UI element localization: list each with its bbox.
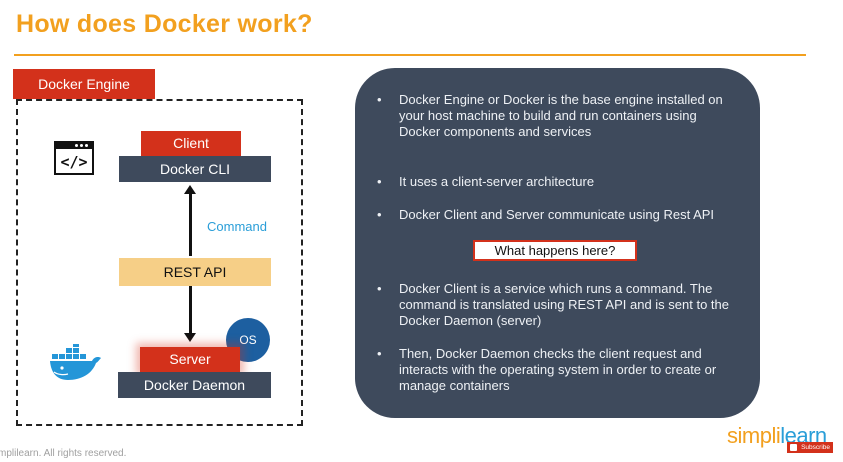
subscribe-button[interactable]: Subscribe bbox=[787, 442, 833, 453]
explanation-panel: •Docker Engine or Docker is the base eng… bbox=[355, 68, 760, 418]
bullet-item: •Then, Docker Daemon checks the client r… bbox=[377, 346, 717, 393]
bullet-text: Then, Docker Daemon checks the client re… bbox=[399, 346, 717, 393]
docker-engine-label: Docker Engine bbox=[13, 69, 155, 99]
code-symbol: </> bbox=[60, 153, 88, 171]
docker-daemon-block: Docker Daemon bbox=[118, 372, 271, 398]
title-divider bbox=[14, 54, 806, 56]
command-label: Command bbox=[207, 219, 267, 234]
bullet-item: •Docker Engine or Docker is the base eng… bbox=[377, 92, 723, 139]
rest-api-block: REST API bbox=[119, 258, 271, 286]
bullet-text: Docker Engine or Docker is the base engi… bbox=[399, 92, 723, 139]
bullet-text: It uses a client-server architecture bbox=[399, 174, 595, 189]
bullet-item: •Docker Client is a service which runs a… bbox=[377, 281, 729, 328]
logo-simpli: simpli bbox=[727, 423, 781, 448]
copyright-notice: mplilearn. All rights reserved. bbox=[0, 448, 127, 459]
server-label: Server bbox=[140, 347, 240, 372]
subscribe-label: Subscribe bbox=[801, 444, 830, 451]
bullet-item: •It uses a client-server architecture bbox=[377, 174, 595, 189]
arrow-up-icon bbox=[184, 185, 196, 256]
code-window-icon: </> bbox=[54, 141, 94, 175]
docker-whale-icon bbox=[50, 344, 101, 380]
bullet-text: Docker Client and Server communicate usi… bbox=[399, 207, 715, 222]
arrow-down-icon bbox=[184, 286, 196, 342]
bullet-text: Docker Client is a service which runs a … bbox=[399, 281, 729, 328]
slide-title: How does Docker work? bbox=[16, 10, 313, 38]
docker-engine-box bbox=[16, 99, 303, 426]
bullet-item: •Docker Client and Server communicate us… bbox=[377, 207, 715, 222]
docker-cli-block: Docker CLI bbox=[119, 156, 271, 182]
what-happens-callout: What happens here? bbox=[473, 240, 637, 261]
client-label: Client bbox=[141, 131, 241, 156]
youtube-icon bbox=[790, 444, 797, 451]
